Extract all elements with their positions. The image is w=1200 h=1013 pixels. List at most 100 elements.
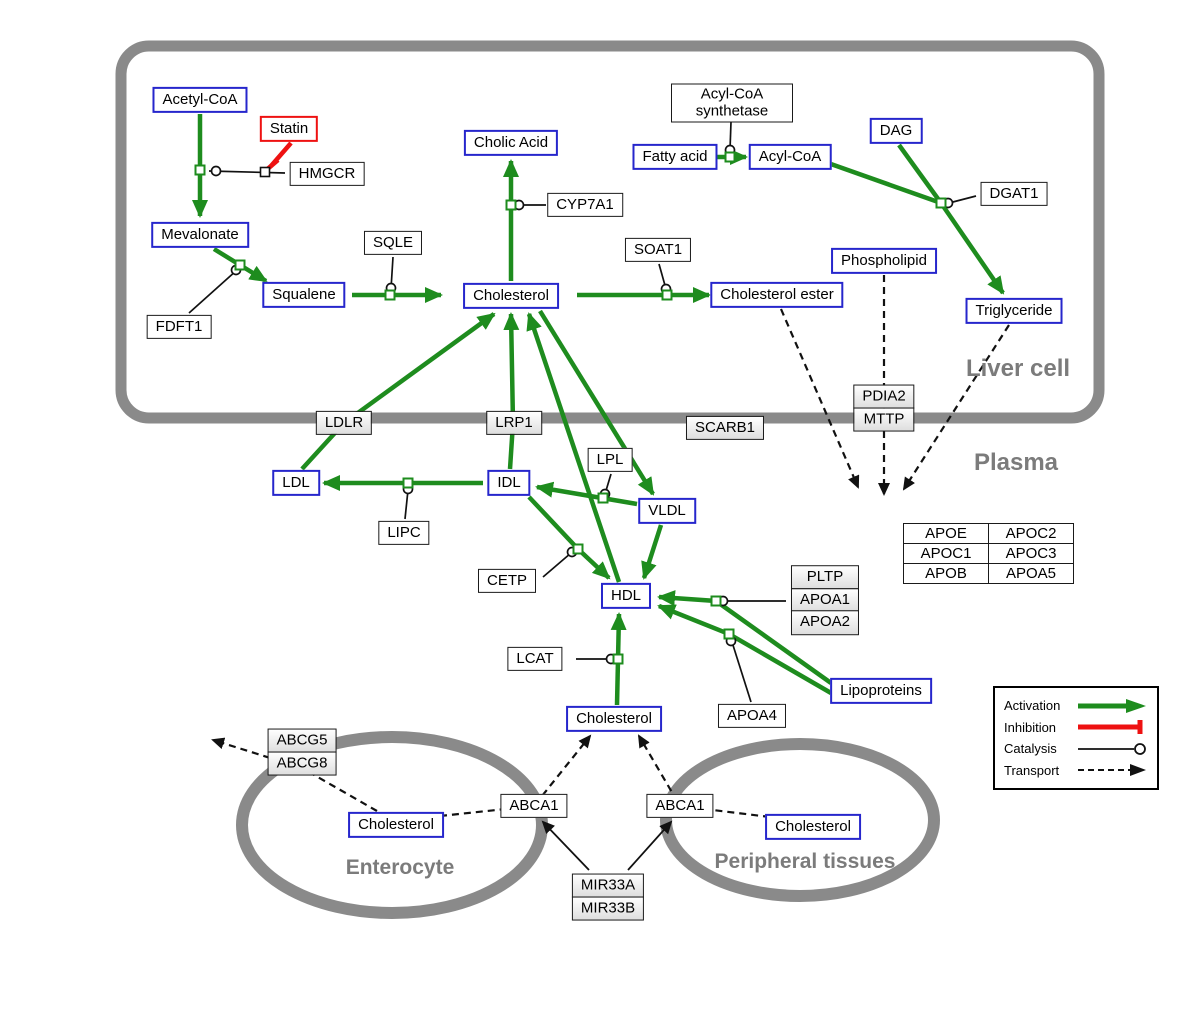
activation-arrow-icon bbox=[1078, 698, 1146, 713]
node-scarb1[interactable]: SCARB1 bbox=[685, 415, 765, 441]
node-apoe[interactable]: APOE bbox=[903, 523, 989, 544]
node-abcg8[interactable]: ABCG8 bbox=[267, 751, 337, 776]
legend-catalysis-label: Catalysis bbox=[1004, 741, 1057, 757]
cat-fdft1 bbox=[188, 269, 238, 314]
node-mevalonate[interactable]: Mevalonate bbox=[151, 221, 249, 249]
edge-idl-lrp1-cholesterol bbox=[503, 312, 520, 470]
node-pdia2[interactable]: PDIA2 bbox=[853, 384, 915, 409]
node-fatty-acid[interactable]: Fatty acid bbox=[632, 143, 718, 171]
cat-lipc bbox=[404, 489, 409, 520]
node-mttp[interactable]: MTTP bbox=[853, 407, 915, 432]
node-cholesterol-liver[interactable]: Cholesterol bbox=[463, 282, 559, 310]
node-lrp1[interactable]: LRP1 bbox=[486, 410, 542, 436]
rnode-lpl bbox=[597, 492, 609, 504]
rnode-dgat1 bbox=[935, 197, 947, 209]
node-cholesterol-peripheral[interactable]: Cholesterol bbox=[765, 813, 861, 841]
node-apob[interactable]: APOB bbox=[903, 563, 989, 584]
node-acetyl-coa[interactable]: Acetyl-CoA bbox=[152, 86, 248, 114]
node-abca1-right[interactable]: ABCA1 bbox=[646, 793, 714, 819]
node-acyl-coa-synthetase[interactable]: Acyl-CoA synthetase bbox=[671, 83, 793, 123]
node-hdl[interactable]: HDL bbox=[600, 582, 652, 610]
node-apoa2[interactable]: APOA2 bbox=[790, 610, 860, 635]
rnode-apoa4 bbox=[723, 628, 735, 640]
node-cholesterol-enterocyte[interactable]: Cholesterol bbox=[348, 811, 444, 839]
node-ldl[interactable]: LDL bbox=[272, 469, 320, 497]
node-cyp7a1[interactable]: CYP7A1 bbox=[547, 192, 623, 218]
edge-vldl-idl bbox=[535, 481, 638, 507]
node-mir33a[interactable]: MIR33A bbox=[571, 873, 645, 898]
peripheral-tissues-membrane bbox=[660, 738, 940, 902]
node-phospholipid[interactable]: Phospholipid bbox=[831, 247, 937, 275]
edge-cholesterolester-plasma bbox=[779, 308, 860, 489]
node-idl[interactable]: IDL bbox=[487, 469, 531, 497]
rnode-cyp7a1 bbox=[505, 199, 517, 211]
legend-row-inhibition: Inhibition bbox=[1004, 717, 1148, 738]
cat-circle-hmgcr bbox=[210, 165, 222, 177]
node-mir33b[interactable]: MIR33B bbox=[571, 896, 645, 921]
node-lpl[interactable]: LPL bbox=[587, 447, 633, 473]
edge-dgat1node-triglyceride bbox=[939, 201, 1005, 295]
node-cholesterol-ester[interactable]: Cholesterol ester bbox=[710, 281, 844, 309]
node-cholesterol-plasma[interactable]: Cholesterol bbox=[566, 705, 662, 733]
rnode-cetp bbox=[572, 543, 584, 555]
node-apoc1[interactable]: APOC1 bbox=[903, 543, 989, 564]
liver-cell-membrane bbox=[115, 40, 1105, 424]
node-apoa1[interactable]: APOA1 bbox=[790, 587, 860, 613]
rnode-soat1 bbox=[661, 289, 673, 301]
node-acyl-coa[interactable]: Acyl-CoA bbox=[748, 143, 832, 171]
node-abcg5[interactable]: ABCG5 bbox=[267, 728, 337, 753]
legend: Activation Inhibition Catalysis Transpor… bbox=[993, 686, 1159, 790]
node-hmgcr[interactable]: HMGCR bbox=[289, 161, 365, 187]
node-apoc3[interactable]: APOC3 bbox=[988, 543, 1074, 564]
rnode-lcat bbox=[612, 653, 624, 665]
node-soat1[interactable]: SOAT1 bbox=[624, 237, 692, 263]
plasma-label: Plasma bbox=[973, 449, 1059, 476]
transport-dashed-arrow-icon bbox=[1078, 764, 1146, 777]
peripheral-tissues-label: Peripheral tissues bbox=[714, 850, 896, 873]
legend-inhibition-label: Inhibition bbox=[1004, 719, 1057, 735]
node-lipoproteins[interactable]: Lipoproteins bbox=[830, 677, 932, 705]
legend-transport-label: Transport bbox=[1004, 762, 1060, 778]
abcg-stack: ABCG5 ABCG8 bbox=[267, 728, 337, 776]
legend-row-transport: Transport bbox=[1004, 760, 1148, 781]
node-ldlr[interactable]: LDLR bbox=[315, 410, 373, 436]
rnode-acylcoa-synthetase bbox=[724, 151, 736, 163]
edge-cholesterol-vldl bbox=[538, 309, 655, 496]
node-lipc[interactable]: LIPC bbox=[378, 520, 430, 546]
edge-idl-cetp-hdl bbox=[527, 495, 611, 580]
edge-dag-dgat1node bbox=[897, 143, 943, 205]
inhibition-tbar-icon bbox=[1078, 720, 1143, 735]
edge-hdl-cholesterol bbox=[526, 312, 622, 583]
node-vldl[interactable]: VLDL bbox=[638, 497, 696, 525]
node-apoa4[interactable]: APOA4 bbox=[717, 703, 787, 729]
node-apoc2[interactable]: APOC2 bbox=[988, 523, 1074, 544]
node-abca1-left[interactable]: ABCA1 bbox=[500, 793, 568, 819]
edge-mir33-abca1-right bbox=[627, 820, 673, 871]
node-pltp[interactable]: PLTP bbox=[790, 565, 860, 590]
node-squalene[interactable]: Squalene bbox=[262, 281, 346, 309]
pdia2-mttp-stack: PDIA2 MTTP bbox=[853, 384, 915, 432]
node-statin[interactable]: Statin bbox=[259, 115, 319, 143]
node-cetp[interactable]: CETP bbox=[477, 568, 537, 594]
enterocyte-label: Enterocyte bbox=[345, 856, 455, 879]
node-triglyceride[interactable]: Triglyceride bbox=[965, 297, 1063, 325]
node-fdft1[interactable]: FDFT1 bbox=[146, 314, 212, 340]
node-sqle[interactable]: SQLE bbox=[363, 230, 423, 256]
mir33-stack: MIR33A MIR33B bbox=[571, 873, 645, 921]
node-cholic-acid[interactable]: Cholic Acid bbox=[463, 129, 559, 157]
node-dgat1[interactable]: DGAT1 bbox=[980, 181, 1048, 207]
cat-dgat1 bbox=[948, 195, 977, 204]
legend-activation-label: Activation bbox=[1004, 698, 1061, 713]
legend-row-activation: Activation bbox=[1004, 695, 1148, 716]
node-apoa5[interactable]: APOA5 bbox=[988, 563, 1074, 584]
catalysis-circle-icon bbox=[1078, 742, 1146, 755]
node-lcat[interactable]: LCAT bbox=[507, 646, 563, 672]
legend-row-catalysis: Catalysis bbox=[1004, 738, 1148, 759]
apolipoprotein-table: APOE APOC2 APOC1 APOC3 APOB APOA5 bbox=[903, 523, 1074, 584]
node-dag[interactable]: DAG bbox=[869, 117, 923, 145]
edge-acylcoa-dgat1node bbox=[827, 160, 942, 206]
liver-cell-label: Liver cell bbox=[965, 355, 1071, 382]
rnode-hmgcr bbox=[194, 164, 206, 176]
